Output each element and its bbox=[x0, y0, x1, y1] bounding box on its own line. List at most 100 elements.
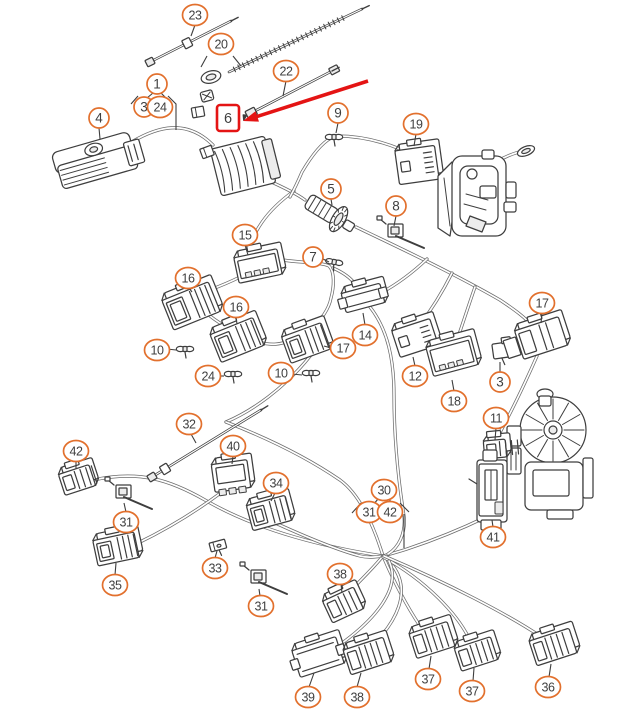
callout-number: 7 bbox=[309, 250, 317, 265]
callout-16[interactable]: 16 bbox=[222, 295, 250, 319]
callout-23[interactable]: 23 bbox=[181, 3, 209, 27]
leader-line bbox=[393, 215, 397, 227]
leader-line bbox=[356, 672, 362, 688]
callout-12[interactable]: 12 bbox=[401, 364, 429, 388]
clip-24 bbox=[223, 370, 243, 384]
leader-line bbox=[330, 198, 333, 206]
leader-line bbox=[451, 379, 455, 392]
relay-40 bbox=[210, 451, 256, 497]
switch-31a bbox=[104, 476, 153, 510]
tie-head bbox=[144, 56, 156, 68]
tie-head bbox=[146, 471, 158, 483]
callout-number: 36 bbox=[542, 681, 555, 695]
leader-line bbox=[123, 502, 127, 513]
callout-number: 17 bbox=[337, 342, 350, 356]
callout-33[interactable]: 33 bbox=[201, 556, 229, 580]
window-motor bbox=[506, 388, 594, 520]
callout-number: 37 bbox=[466, 685, 479, 699]
leader-line bbox=[472, 667, 475, 682]
callout-number: 1 bbox=[153, 77, 161, 92]
clip-7 bbox=[324, 257, 344, 272]
leader-line bbox=[308, 672, 315, 688]
callout-42[interactable]: 42 bbox=[376, 500, 404, 524]
callout-31[interactable]: 31 bbox=[247, 594, 275, 618]
callout-18[interactable]: 18 bbox=[440, 389, 468, 413]
callout-38[interactable]: 38 bbox=[326, 562, 354, 586]
callout-31[interactable]: 31 bbox=[112, 510, 140, 534]
connector-12 bbox=[391, 311, 442, 358]
bracket-41 bbox=[468, 449, 508, 531]
callout-37[interactable]: 37 bbox=[414, 667, 442, 691]
callout-35[interactable]: 35 bbox=[101, 573, 129, 597]
callout-4[interactable]: 4 bbox=[88, 107, 110, 129]
callout-10[interactable]: 10 bbox=[267, 361, 295, 385]
callout-9[interactable]: 9 bbox=[327, 102, 349, 124]
leader-line bbox=[270, 492, 276, 502]
connector-38a bbox=[321, 579, 367, 624]
callout-number: 33 bbox=[209, 562, 222, 576]
callout-42[interactable]: 42 bbox=[62, 439, 90, 463]
callout-20[interactable]: 20 bbox=[207, 32, 235, 56]
callout-1[interactable]: 1 bbox=[146, 73, 168, 95]
callout-10[interactable]: 10 bbox=[143, 338, 171, 362]
callout-24[interactable]: 24 bbox=[146, 95, 174, 119]
callout-number: 24 bbox=[202, 370, 215, 384]
callout-17[interactable]: 17 bbox=[329, 336, 357, 360]
callout-34[interactable]: 34 bbox=[262, 471, 290, 495]
callout-39[interactable]: 39 bbox=[294, 685, 322, 709]
highlight-arrowhead bbox=[243, 111, 259, 122]
callout-number: 8 bbox=[392, 199, 400, 214]
callout-3[interactable]: 3 bbox=[489, 371, 511, 393]
callout-30[interactable]: 30 bbox=[370, 478, 398, 502]
callout-37[interactable]: 37 bbox=[458, 679, 486, 703]
callout-38[interactable]: 38 bbox=[343, 685, 371, 709]
callout-number: 4 bbox=[95, 111, 103, 126]
callout-8[interactable]: 8 bbox=[385, 195, 407, 217]
callout-number: 35 bbox=[109, 579, 122, 593]
callout-number: 16 bbox=[230, 301, 243, 315]
callout-number: 39 bbox=[302, 691, 315, 705]
callout-22[interactable]: 22 bbox=[272, 59, 300, 83]
components bbox=[51, 4, 594, 678]
callout-24[interactable]: 24 bbox=[194, 364, 222, 388]
callout-15[interactable]: 15 bbox=[231, 223, 259, 247]
callout-16[interactable]: 16 bbox=[174, 266, 202, 290]
highlight-arrow bbox=[253, 79, 369, 120]
callout-41[interactable]: 41 bbox=[479, 525, 507, 549]
callout-number: 30 bbox=[378, 484, 391, 498]
callout-number: 20 bbox=[215, 38, 228, 52]
connector-16a bbox=[161, 274, 224, 331]
callout-7[interactable]: 7 bbox=[302, 246, 324, 268]
callout-number: 42 bbox=[384, 506, 397, 520]
callout-11[interactable]: 11 bbox=[482, 406, 510, 430]
callout-number: 37 bbox=[422, 673, 435, 687]
callout-number: 31 bbox=[363, 506, 376, 520]
callout-32[interactable]: 32 bbox=[175, 412, 203, 436]
connector-15 bbox=[233, 241, 287, 284]
callout-5[interactable]: 5 bbox=[320, 178, 342, 200]
callout-number: 38 bbox=[334, 568, 347, 582]
callout-number: 11 bbox=[490, 412, 503, 426]
highlight-box[interactable] bbox=[215, 103, 241, 133]
connector-19 bbox=[394, 137, 444, 185]
bracket-20 bbox=[200, 55, 242, 68]
mini-connector-20 bbox=[190, 105, 206, 119]
leader-line bbox=[98, 127, 101, 140]
control-module-4 bbox=[51, 132, 146, 190]
callout-19[interactable]: 19 bbox=[402, 112, 430, 136]
leader-line bbox=[362, 312, 366, 326]
leader-line bbox=[548, 663, 552, 678]
leader-line bbox=[322, 258, 330, 263]
callout-number: 38 bbox=[351, 691, 364, 705]
connector-36 bbox=[528, 620, 581, 666]
callout-36[interactable]: 36 bbox=[534, 675, 562, 699]
tie-buckle bbox=[181, 37, 194, 50]
connector-37b bbox=[453, 629, 502, 672]
leader-line bbox=[494, 427, 497, 441]
callout-40[interactable]: 40 bbox=[219, 434, 247, 458]
callout-14[interactable]: 14 bbox=[351, 323, 379, 347]
callout-17[interactable]: 17 bbox=[528, 291, 556, 315]
